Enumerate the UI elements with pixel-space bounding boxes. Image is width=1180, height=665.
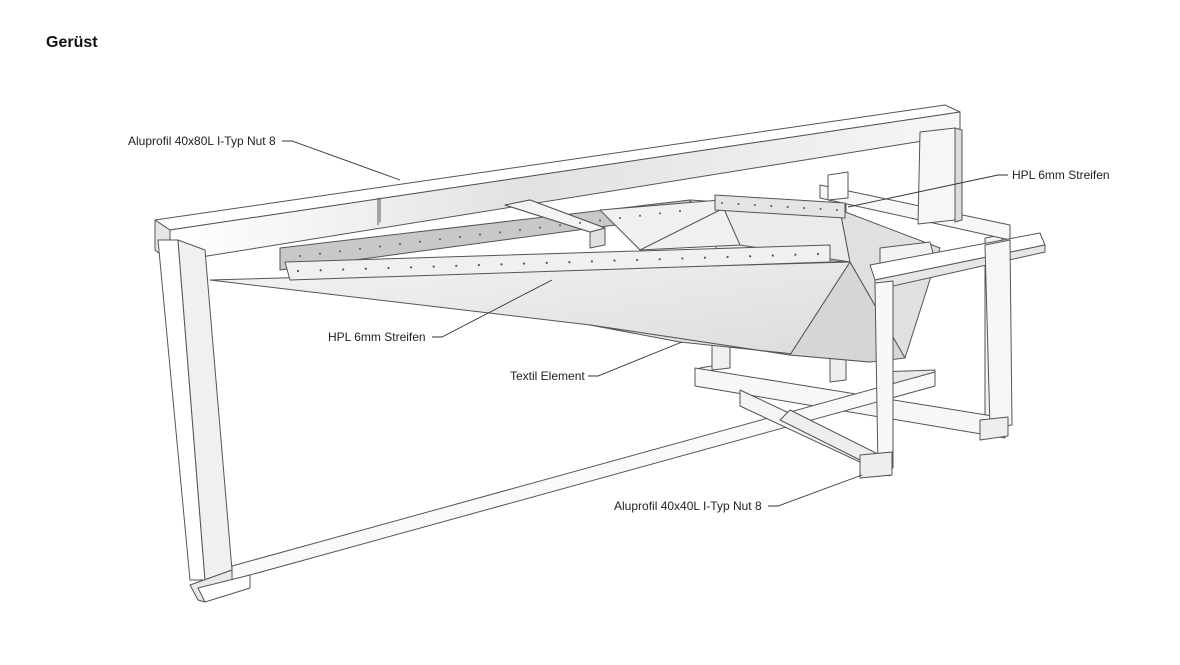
top-beam-40x80 (154, 104, 961, 263)
rivet-dot (379, 245, 381, 248)
rivet-dot (522, 262, 526, 265)
rivet-dot (455, 264, 458, 267)
rivet-dot (319, 269, 322, 272)
rivet-dot (819, 208, 822, 210)
rivet-dot (299, 255, 301, 257)
rivet-dot (339, 250, 341, 253)
left-post (157, 239, 251, 603)
rivet-dot (658, 258, 661, 261)
rivet-dot (619, 217, 621, 220)
rivet-dot (794, 253, 797, 256)
rivet-dot (499, 231, 501, 234)
right-main-post (917, 127, 963, 225)
rivet-dot (409, 266, 413, 269)
rivet-dot (432, 265, 435, 268)
leader-hpl-left (432, 279, 553, 338)
label-hpl-strip-right: HPL 6mm Streifen (1012, 168, 1110, 182)
rivet-dot (721, 202, 723, 204)
rivet-dot (836, 209, 838, 211)
label-aluprofil-40x80: Aluprofil 40x80L I-Typ Nut 8 (128, 134, 276, 148)
rivet-dot (342, 268, 345, 271)
rivet-dot (545, 261, 548, 264)
rivet-dot (296, 269, 300, 273)
right-front-frame (827, 171, 1046, 479)
rivet-dot (737, 203, 740, 205)
top-cross-beam (504, 199, 606, 249)
rivet-dot (786, 206, 789, 208)
rivet-dot (726, 255, 729, 259)
leader-lines (282, 140, 1008, 507)
rivet-dot (579, 221, 581, 224)
leader-profile-80 (282, 140, 401, 181)
page-title: Gerüst (46, 34, 98, 51)
leader-textile (588, 341, 683, 377)
rivet-dot (636, 258, 639, 262)
rivet-dot (419, 240, 421, 243)
rivet-dot (590, 260, 594, 263)
rivet-dot (439, 238, 441, 241)
rivet-dot (613, 259, 616, 262)
rivet-dot (477, 263, 480, 267)
rivet-dot (816, 252, 820, 256)
rivet-dot (539, 226, 541, 229)
rivet-dot (519, 228, 521, 231)
rivet-dot (359, 247, 361, 250)
rivet-dot (803, 207, 806, 209)
leader-hpl-right (847, 174, 1008, 208)
rivet-dot (681, 257, 684, 260)
rivet-dot (500, 263, 503, 266)
rivet-dot (364, 267, 367, 270)
rivet-dot (568, 261, 571, 264)
hpl-strip-front (284, 194, 846, 281)
bottom-base-frame (231, 367, 1006, 581)
rivet-dot (749, 255, 752, 258)
rivet-dot (703, 256, 707, 259)
rivet-dot (599, 219, 601, 222)
rivet-dot (559, 224, 561, 227)
rivet-dot (459, 236, 461, 239)
rivet-dot (479, 233, 481, 236)
leader-profile-40 (768, 474, 863, 507)
rivet-dot (679, 210, 681, 212)
label-hpl-strip-left: HPL 6mm Streifen (328, 330, 426, 344)
hpl-rivets (296, 202, 838, 273)
label-aluprofil-40x40: Aluprofil 40x40L I-Typ Nut 8 (614, 499, 762, 513)
rivet-dot (639, 214, 641, 217)
rivet-dot (770, 205, 773, 207)
rivet-dot (387, 266, 390, 270)
rivet-dot (771, 254, 774, 257)
rivet-dot (399, 243, 401, 246)
label-textile-element: Textil Element (510, 369, 585, 383)
rivet-dot (753, 204, 756, 206)
rivet-dot (659, 212, 661, 215)
rivet-dot (319, 252, 321, 255)
